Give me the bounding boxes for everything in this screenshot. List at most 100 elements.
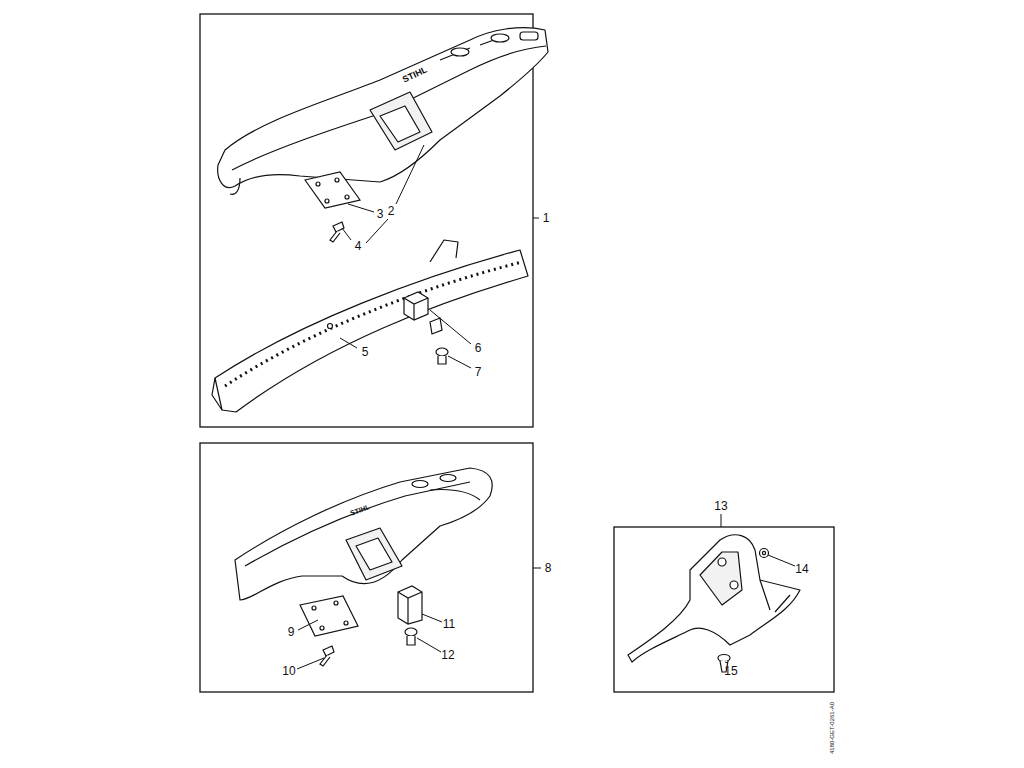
deflector-guard	[218, 28, 548, 195]
deflector-guard	[430, 489, 480, 500]
washer	[760, 549, 769, 558]
deflector-guard	[232, 46, 546, 170]
leader-line	[768, 555, 795, 566]
leader-line	[297, 145, 795, 669]
mounting-plate	[320, 626, 324, 630]
clip-block	[398, 592, 422, 624]
cutting-strip	[225, 262, 522, 386]
deflector-guard	[230, 178, 240, 194]
callout-number: 13	[714, 500, 727, 512]
clip-block	[404, 292, 442, 334]
group-frame	[200, 443, 533, 692]
mounting-plate	[344, 621, 348, 625]
deflector-guard	[380, 106, 420, 142]
leader-line	[340, 338, 357, 348]
group-frame	[614, 527, 834, 692]
leader-line	[298, 620, 318, 630]
deflector-guard	[370, 92, 432, 150]
deflector-guard	[356, 538, 392, 570]
callout-number: 1	[543, 212, 550, 224]
leader-line	[448, 356, 471, 368]
screw	[405, 628, 417, 636]
screw	[407, 636, 415, 645]
guard-bracket	[718, 558, 726, 566]
cutting-strip	[212, 240, 528, 412]
mounting-plate	[334, 601, 338, 605]
callout-number: 2	[388, 205, 395, 217]
leader-line	[297, 658, 324, 669]
deflector-guard	[235, 468, 492, 600]
leader-line	[348, 204, 374, 212]
cutting-strip	[328, 324, 333, 329]
leader-line	[366, 219, 388, 243]
leader-line	[417, 638, 441, 652]
screw	[320, 646, 334, 666]
mounting-plate	[325, 199, 329, 203]
washer	[760, 549, 769, 558]
callout-number: 5	[362, 346, 369, 358]
screw	[333, 222, 344, 232]
callout-number: 6	[475, 342, 482, 354]
guard-bracket	[760, 580, 790, 612]
deflector-guard	[412, 481, 428, 488]
leader-line	[422, 614, 442, 622]
mounting-plate	[305, 172, 360, 208]
mounting-plate	[316, 182, 320, 186]
screw	[438, 356, 446, 364]
callout-number: 11	[443, 618, 455, 630]
deflector-guard	[440, 475, 456, 482]
screw	[320, 655, 330, 666]
mounting-plate	[312, 606, 316, 610]
callout-number: 12	[441, 649, 454, 661]
clip-block	[404, 298, 428, 320]
leader-line	[396, 145, 424, 204]
mounting-plate	[335, 178, 339, 182]
leader-line	[721, 514, 722, 527]
callout-number: 3	[377, 208, 384, 220]
callout-number: 10	[282, 665, 295, 677]
deflector-guard	[451, 48, 469, 56]
leader-line	[430, 310, 471, 344]
leader-line	[725, 662, 728, 663]
leader-line	[533, 218, 539, 219]
leader-line	[533, 568, 541, 569]
clip-block	[430, 318, 442, 334]
screw	[718, 655, 730, 662]
callout-number: 9	[288, 626, 295, 638]
clip-block	[398, 586, 422, 624]
callout-number: 4	[355, 240, 362, 252]
guard-bracket	[700, 552, 742, 605]
deflector-guard	[520, 32, 538, 40]
mounting-plate	[305, 172, 360, 208]
callout-number: 8	[545, 562, 552, 574]
deflector-guard	[218, 28, 548, 188]
screw	[436, 348, 448, 364]
clip-block	[398, 586, 422, 624]
deflector-guard	[491, 34, 509, 42]
leader-line	[342, 228, 351, 240]
deflector-guard	[346, 528, 402, 580]
screw	[436, 348, 448, 356]
cutting-strip	[430, 240, 458, 262]
clip-block	[404, 292, 428, 320]
screw	[330, 231, 340, 242]
screw	[323, 646, 334, 656]
callout-number: 14	[795, 563, 808, 575]
screw	[405, 628, 417, 645]
deflector-guard	[235, 468, 492, 600]
callout-number: 7	[475, 366, 482, 378]
mounting-plate	[300, 596, 358, 636]
guard-bracket	[730, 581, 738, 589]
screw	[330, 222, 344, 242]
guard-bracket	[628, 535, 800, 662]
cutting-strip	[215, 250, 528, 412]
drawing-code: 4180-GET-0261-A0	[829, 702, 835, 754]
guard-bracket	[628, 535, 800, 662]
callout-number: 15	[724, 665, 737, 677]
mounting-plate	[300, 596, 358, 636]
washer	[762, 551, 765, 554]
group-frame	[200, 14, 834, 692]
cutting-strip	[212, 378, 222, 410]
